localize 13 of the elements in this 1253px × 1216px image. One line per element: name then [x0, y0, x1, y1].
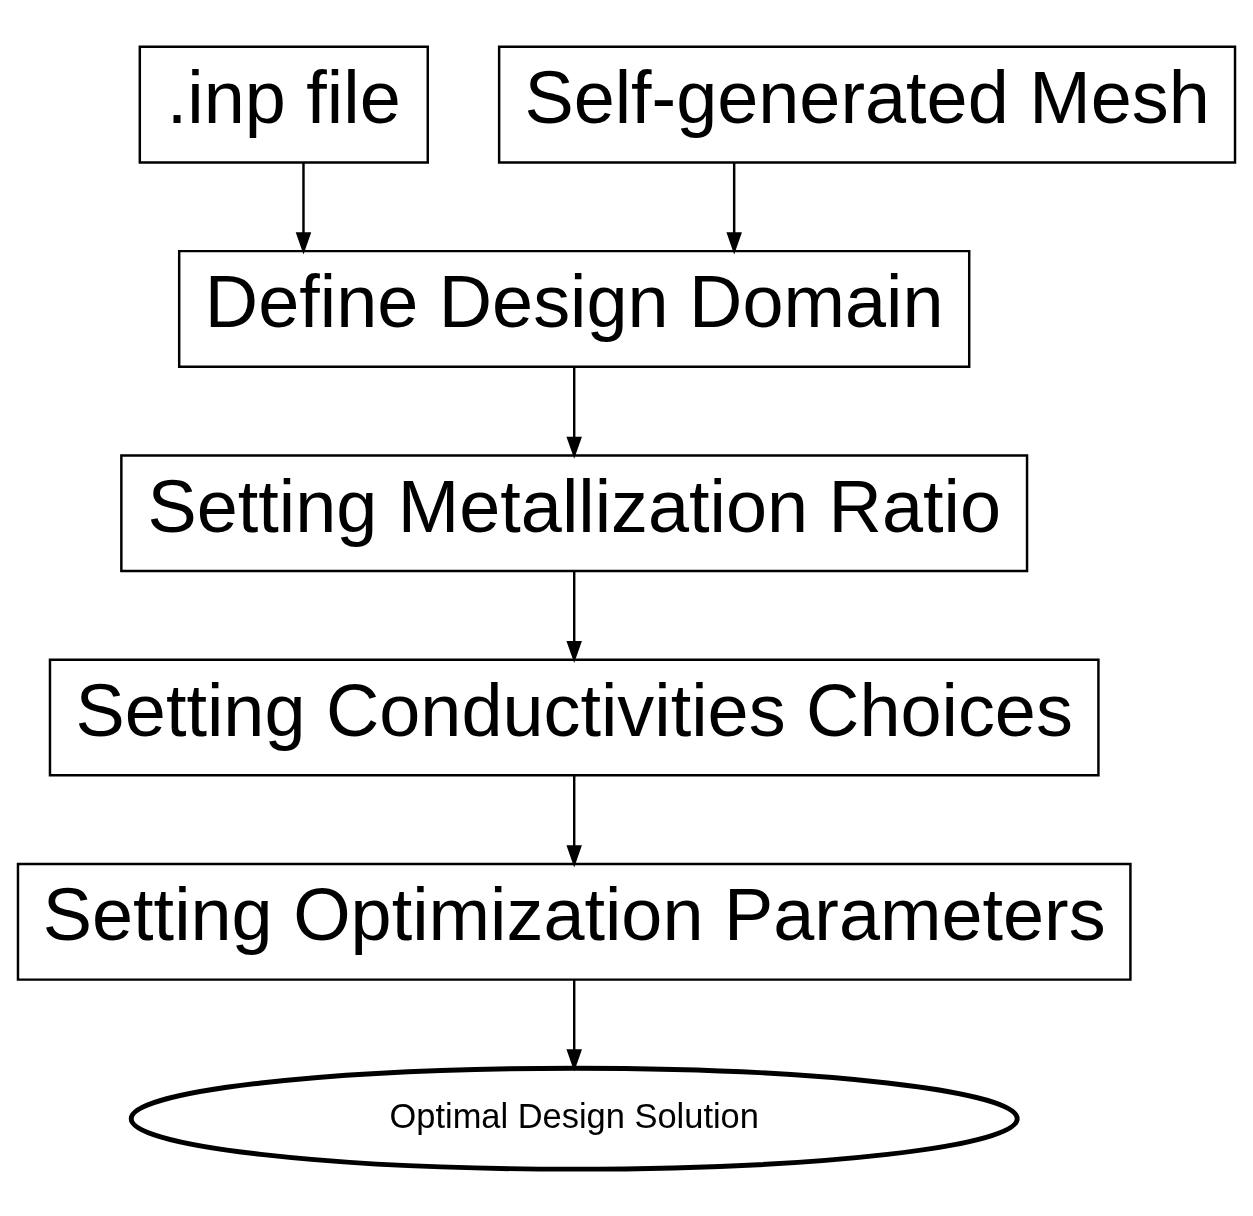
arrow	[566, 366, 582, 459]
node-ellipse: Optimal Design Solution	[128, 1065, 1020, 1172]
node-box: Setting Optimization Parameters	[16, 862, 1132, 981]
node-box: Define Design Domain	[177, 249, 971, 369]
arrow	[566, 775, 582, 868]
node-box: Setting Metallization Ratio	[120, 454, 1029, 573]
arrow	[726, 162, 742, 255]
arrow	[295, 162, 312, 255]
node-box: .inp file	[138, 45, 429, 164]
node-box: Setting Conductivities Choices	[48, 658, 1100, 777]
arrow	[566, 571, 582, 664]
node-box: Self-generated Mesh	[497, 45, 1237, 164]
arrow	[566, 979, 582, 1072]
